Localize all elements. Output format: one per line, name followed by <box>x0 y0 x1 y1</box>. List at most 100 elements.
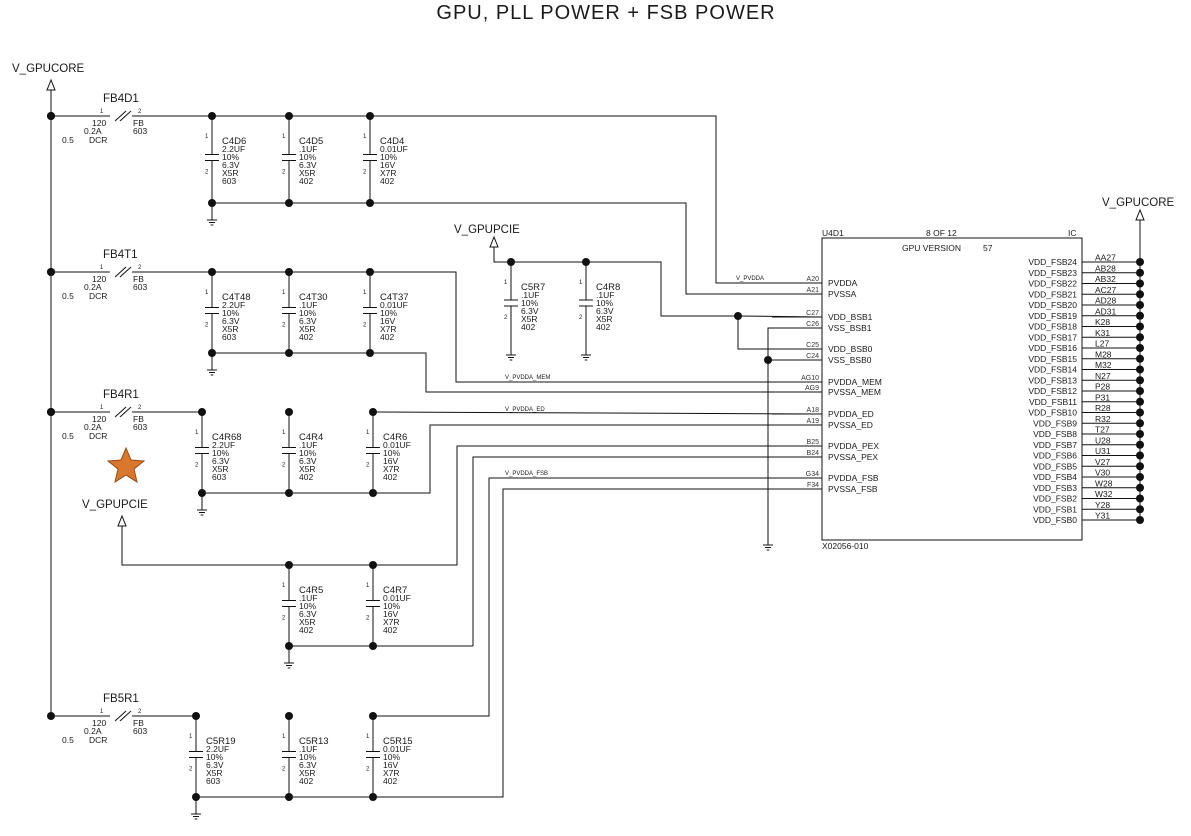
cap-ref: C4T48 <box>222 292 251 303</box>
ferrite-ref: FB5R1 <box>103 693 139 705</box>
junction-dot <box>1136 505 1144 514</box>
gpupcie-top-wire <box>493 247 738 317</box>
ferrite-ref: FB4D1 <box>103 93 139 105</box>
pin-number: 2 <box>282 170 286 176</box>
ic-pin-name: VDD_FSB15 <box>1028 354 1077 364</box>
ic-pin-number: M32 <box>1095 360 1112 370</box>
pvssa-pex-net <box>472 456 822 646</box>
ferrite-ohm: 120 <box>92 274 106 284</box>
ic-pin-number: V27 <box>1095 457 1110 467</box>
ic-pin-name: VSS_BSB0 <box>828 355 872 365</box>
junction-dot <box>764 356 772 364</box>
ic-pin-number: C27 <box>806 310 819 317</box>
ferrite-dcr-value: 0.5 <box>62 735 74 745</box>
cap-dielectric: X7R <box>383 617 400 627</box>
cap-value: 2.2UF <box>222 300 245 310</box>
cap-ref: C4T37 <box>380 292 409 303</box>
pin-number: 1 <box>195 430 199 436</box>
ferrite-symbol <box>119 710 132 722</box>
gpupcie-mid-wire <box>121 445 822 566</box>
net-label: V_PVDDA <box>736 276 764 282</box>
junction-dot <box>1136 419 1144 428</box>
ic-pin-name: VSS_BSB1 <box>828 323 872 333</box>
cap-dielectric: X7R <box>383 464 400 474</box>
ic-pin-name: VDD_FSB22 <box>1028 279 1077 289</box>
cap-tolerance: 10% <box>380 308 397 318</box>
net-label: V_PVDDA_MEM <box>505 375 550 381</box>
ic-pin-name: VDD_FSB3 <box>1033 483 1077 493</box>
ic-type: IC <box>1068 228 1077 238</box>
cap-package: 402 <box>383 776 397 786</box>
cap-ref: C4R5 <box>299 585 323 596</box>
rail-label-gpucore-left: V_GPUCORE <box>12 63 85 75</box>
ic-pin-number: Y28 <box>1095 500 1110 510</box>
pin-number: 1 <box>366 734 370 740</box>
ferrite-symbol <box>114 710 127 722</box>
pin-number: 1 <box>100 405 104 411</box>
vdd-bsb0-net <box>737 316 822 350</box>
rail-label-gpupcie-top: V_GPUPCIE <box>454 224 520 236</box>
cap-voltage: 6.3V <box>222 160 240 170</box>
pvdda-ed-net <box>372 411 823 415</box>
cap-ref: C5R13 <box>299 736 329 747</box>
ic-pin-number: C24 <box>806 353 819 360</box>
cap-voltage: 6.3V <box>299 160 317 170</box>
ic-pin-name: PVSSA_PEX <box>828 452 878 462</box>
ic-pin-number: A20 <box>807 276 820 283</box>
cap-voltage: 6.3V <box>299 316 317 326</box>
cap-tolerance: 10% <box>383 752 400 762</box>
pin-number: 1 <box>100 709 104 715</box>
cap-ref: C5R15 <box>383 736 413 747</box>
cap-package: 402 <box>299 625 313 635</box>
ic-pin-name: VDD_FSB8 <box>1033 429 1077 439</box>
rail-arrow-icon <box>117 514 127 527</box>
ic-pin-name: VDD_FSB9 <box>1033 418 1077 428</box>
cap-tolerance: 10% <box>299 752 316 762</box>
pin-number: 2 <box>363 170 367 176</box>
ic-pin-number: B25 <box>807 439 820 446</box>
ic-pin-number: B24 <box>807 450 820 457</box>
ic-pin-name: PVSSA_FSB <box>828 484 878 494</box>
cap-package: 402 <box>383 472 397 482</box>
pin-number: 2 <box>138 709 142 715</box>
cap-ref: C4R8 <box>596 282 620 293</box>
pvdda-net <box>132 115 822 284</box>
pin-number: 1 <box>504 280 508 286</box>
ferrite-package: 603 <box>133 422 147 432</box>
pin-number: 2 <box>205 170 209 176</box>
ic-pin-name: VDD_FSB11 <box>1029 397 1077 407</box>
cap-dielectric: X7R <box>383 768 400 778</box>
ferrite-ref: FB4T1 <box>103 249 138 261</box>
cap-tolerance: 10% <box>383 448 400 458</box>
ic-pin-name: VDD_FSB13 <box>1028 375 1077 385</box>
junction-dot <box>1136 365 1144 374</box>
ic-pin-name: PVDDA_MEM <box>828 377 882 387</box>
ferrite-type: FB <box>133 118 144 128</box>
cap-dielectric: X5R <box>299 168 316 178</box>
pin-number: 2 <box>282 463 286 469</box>
rail-label-gpupcie-mid: V_GPUPCIE <box>82 499 148 511</box>
ic-pin-name: VDD_FSB7 <box>1033 440 1077 450</box>
cap-package: 402 <box>299 176 313 186</box>
ferrite-dcr: DCR <box>89 135 107 145</box>
ic-pin-name: PVDDA <box>828 278 858 288</box>
cap-ref: C4D6 <box>222 136 246 147</box>
ic-pin-number: AC27 <box>1095 285 1117 295</box>
ic-pin-name: VDD_FSB4 <box>1033 472 1077 482</box>
ic-part-number: X02056-010 <box>822 541 869 551</box>
ic-pin-name: VDD_FSB23 <box>1028 268 1077 278</box>
cap-dielectric: X5R <box>299 768 316 778</box>
cap-value: 2.2UF <box>212 440 235 450</box>
ic-pin-number: K28 <box>1095 317 1110 327</box>
cap-ref: C5R19 <box>206 736 236 747</box>
ic-pin-number: W32 <box>1095 489 1113 499</box>
junction-dot <box>1136 268 1144 277</box>
cap-package: 603 <box>222 176 236 186</box>
junction-dot <box>1136 494 1144 503</box>
junction-dot <box>507 258 515 266</box>
cap-package: 402 <box>299 776 313 786</box>
cap-value: .1UF <box>299 144 317 154</box>
cap-package: 402 <box>521 322 535 332</box>
ic-pin-name: VDD_FSB19 <box>1028 311 1077 321</box>
